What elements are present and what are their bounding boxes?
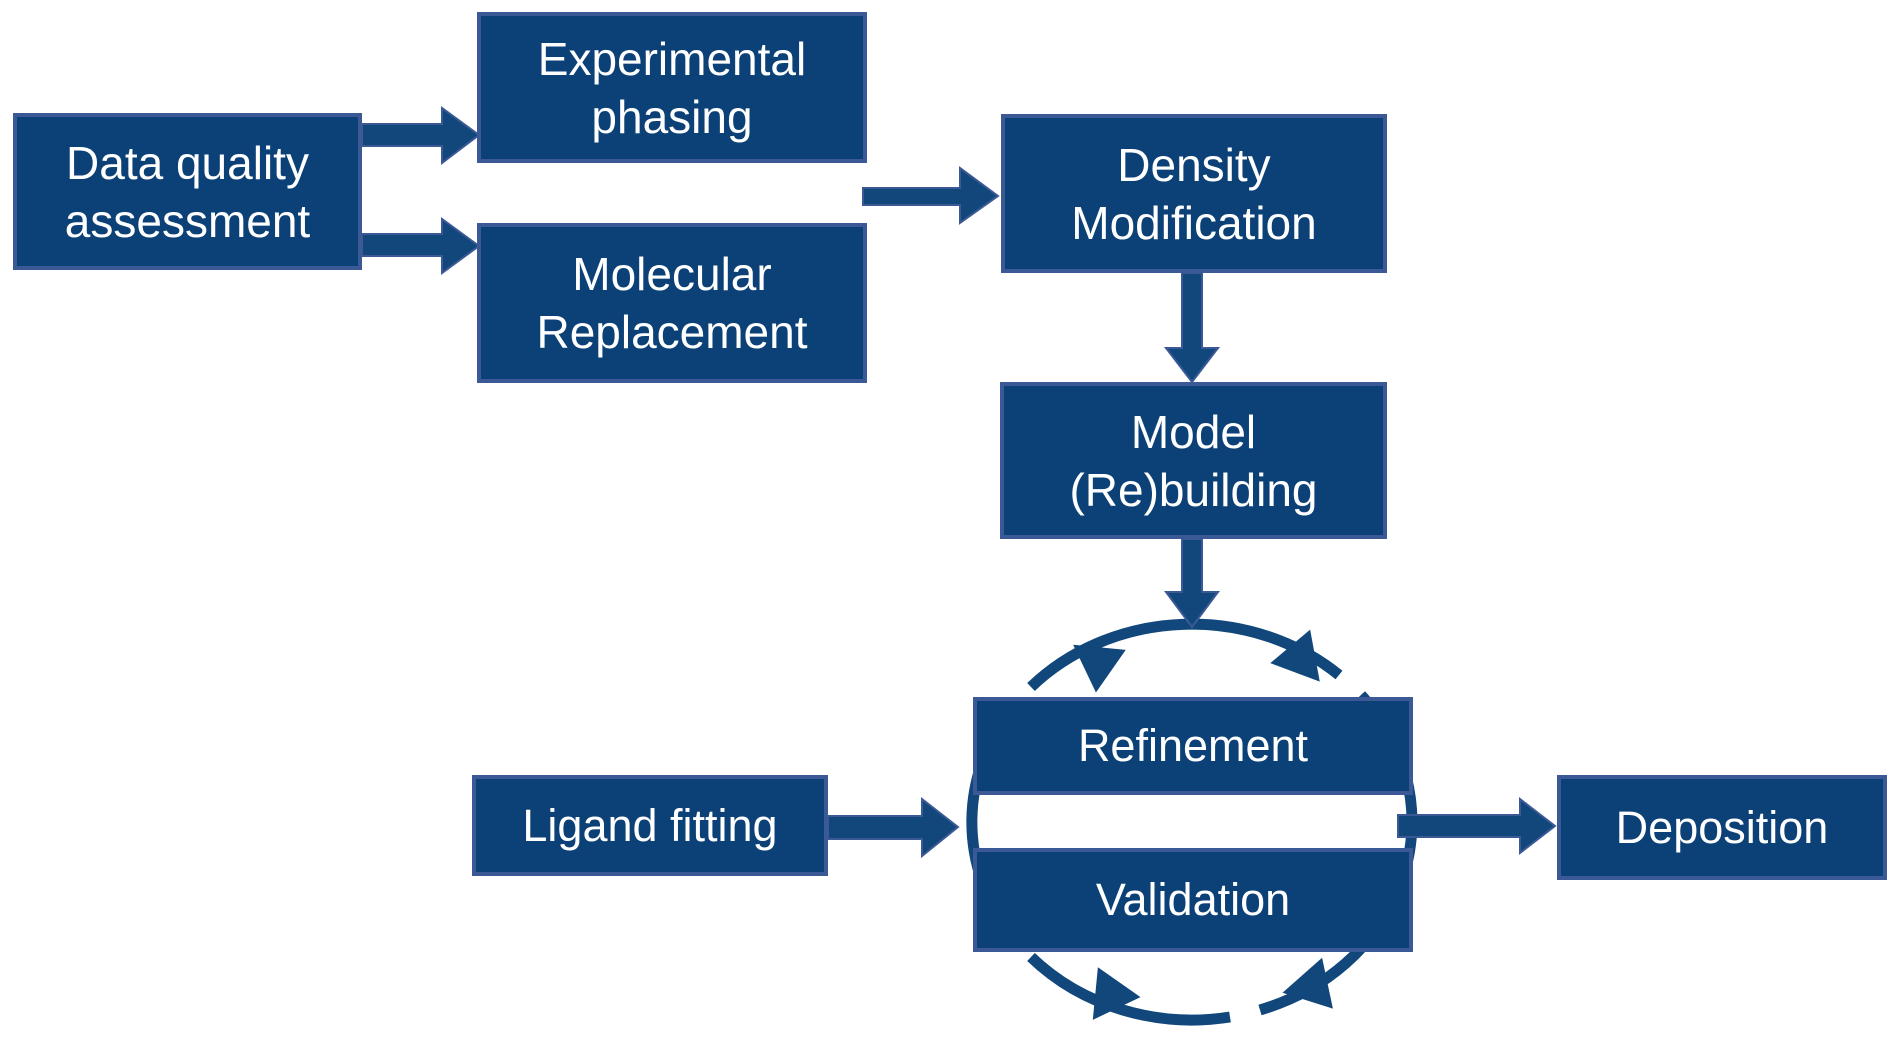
arrow-model-rebuilding-to-cycle [1164,538,1220,629]
node-label-line: Deposition [1615,801,1829,853]
node-label-line: assessment [64,194,311,247]
node-data-quality-assessment: Data quality assessment [13,113,362,270]
node-density-modification: Density Modification [1001,114,1387,273]
refinement-validation-cycle [966,618,1418,1026]
arrow-data-quality-to-molecular-replacement [361,217,481,275]
node-label-line: Experimental [537,32,807,85]
node-label-line: Modification [1071,196,1317,249]
cycle-arrowhead-bottom-right [1282,957,1333,1009]
cycle-arc-bottom [1027,953,1231,1026]
node-label-line: Refinement [1077,720,1309,771]
node-experimental-phasing: Experimental phasing [477,12,867,163]
cycle-arrowhead-top-right [1270,629,1320,682]
arrow-ligand-fitting-to-cycle [827,796,960,859]
cycle-arrowhead-bottom-left [1092,967,1141,1020]
node-validation: Validation [973,848,1413,952]
node-label-line: Ligand fitting [522,799,778,851]
node-label-line: phasing [591,90,753,143]
node-ligand-fitting: Ligand fitting [472,775,828,876]
node-label-line: Molecular [572,248,772,300]
node-model-rebuilding: Model (Re)building [1000,382,1387,539]
cycle-arrowhead-top-left [1073,644,1126,693]
arrow-cycle-to-deposition [1397,796,1557,856]
arrow-data-quality-to-experimental-phasing [361,106,481,166]
node-molecular-replacement: Molecular Replacement [477,223,867,383]
arrow-phasing-to-density-modification [862,166,1000,225]
node-label-line: Model [1130,405,1257,458]
node-label-line: Density [1117,138,1271,191]
node-label-line: Replacement [536,306,808,358]
node-deposition: Deposition [1557,775,1887,880]
arrow-density-modification-to-model-rebuilding [1163,272,1221,384]
node-refinement: Refinement [973,697,1413,795]
node-label-line: Validation [1095,874,1291,925]
node-label-line: (Re)building [1069,463,1318,516]
node-label-line: Data quality [66,136,309,189]
